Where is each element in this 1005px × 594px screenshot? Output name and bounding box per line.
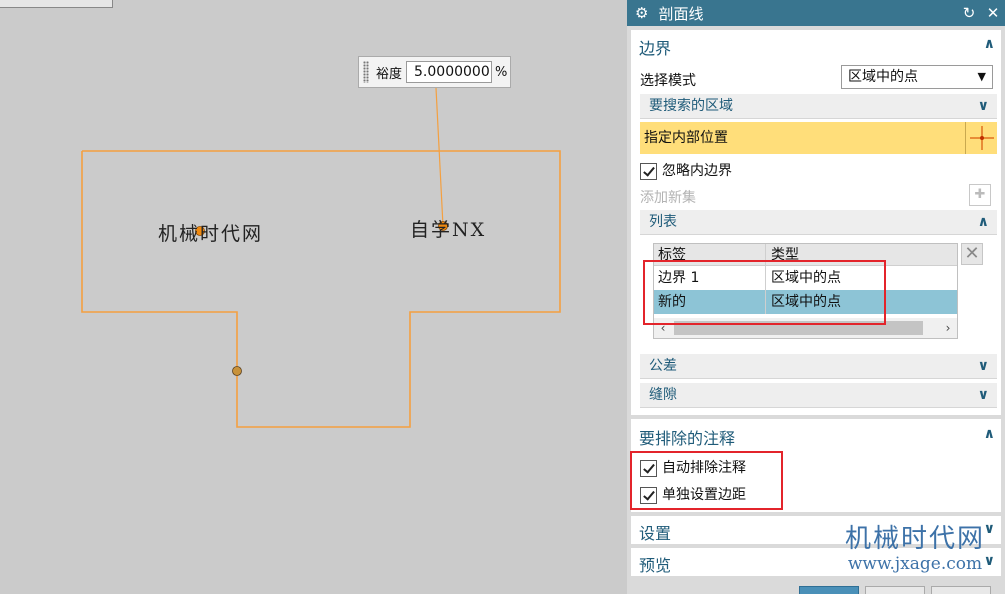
preview-section[interactable]: 预览 ∨	[631, 548, 1001, 576]
delete-button[interactable]: ✕	[961, 243, 983, 265]
graphics-canvas[interactable]: 机械时代网 自学NX 裕度 %	[0, 0, 627, 594]
select-mode-label: 选择模式	[640, 73, 696, 89]
point-dialog-button[interactable]	[965, 122, 997, 154]
tolerance-input[interactable]	[406, 61, 493, 83]
chevron-right-icon[interactable]: ›	[945, 321, 951, 335]
chevron-left-icon[interactable]: ‹	[660, 321, 666, 335]
inner-point-marker	[438, 221, 448, 231]
specify-inner-point-label: 指定内部位置	[644, 130, 728, 146]
set-margin-row[interactable]: 单独设置边距	[640, 484, 746, 504]
boundary-section: 边界 ∧ 选择模式 区域中的点 ▼ 要搜索的区域 ∨ 指定内部位置 忽略内边界 …	[631, 30, 1001, 415]
edge-point-marker	[232, 366, 242, 376]
preview-header[interactable]: 预览	[639, 556, 672, 575]
chevron-down-icon: ∨	[977, 358, 989, 374]
dialog-title: 剖面线	[658, 4, 704, 23]
tolerance-popup: 裕度 %	[358, 56, 511, 88]
apply-button[interactable]	[865, 586, 925, 594]
drag-handle[interactable]	[363, 61, 369, 83]
exclude-annotations-section: 要排除的注释 ∧ 自动排除注释 单独设置边距	[631, 419, 1001, 512]
chevron-up-icon[interactable]: ∧	[983, 36, 995, 52]
dialog-buttons	[627, 586, 1005, 594]
ignore-inner-boundary-row[interactable]: 忽略内边界	[640, 160, 732, 180]
tolerance-section-label: 公差	[649, 358, 677, 374]
gap-subheader[interactable]: 缝隙 ∨	[640, 383, 997, 408]
gap-section-label: 缝隙	[649, 387, 677, 403]
dropdown-arrow-icon: ▼	[977, 70, 986, 83]
cancel-button[interactable]	[931, 586, 991, 594]
auto-exclude-row[interactable]: 自动排除注释	[640, 457, 746, 477]
table-row[interactable]: 新的 区域中的点	[654, 290, 957, 314]
boundary-header[interactable]: 边界	[639, 39, 672, 58]
add-new-set-label: 添加新集	[640, 190, 696, 206]
select-mode-value: 区域中的点	[848, 69, 918, 85]
inner-point-marker	[195, 226, 205, 236]
list-label: 列表	[649, 214, 677, 230]
auto-exclude-checkbox[interactable]	[640, 459, 657, 477]
chevron-down-icon: ∨	[977, 98, 989, 114]
column-header[interactable]: 类型	[771, 247, 799, 263]
row-type: 区域中的点	[771, 294, 841, 310]
chevron-down-icon[interactable]: ∨	[983, 553, 995, 569]
sketch-drawing	[81, 87, 561, 428]
column-header[interactable]: 标签	[654, 244, 766, 265]
search-region-subheader[interactable]: 要搜索的区域 ∨	[640, 94, 997, 119]
row-label: 边界 1	[654, 266, 766, 290]
watermark: 机械时代网 www.jxage.com	[830, 524, 1000, 574]
chevron-down-icon: ∨	[977, 387, 989, 403]
boundary-outline	[81, 150, 561, 428]
row-type: 区域中的点	[771, 270, 841, 286]
select-mode-dropdown[interactable]: 区域中的点 ▼	[841, 65, 993, 89]
hatch-dialog: ⚙ 剖面线 ↻ ✕ 边界 ∧ 选择模式 区域中的点 ▼ 要搜索的区域 ∨ 指定内…	[627, 0, 1005, 594]
set-margin-label: 单独设置边距	[662, 487, 746, 503]
chevron-up-icon[interactable]: ∧	[983, 426, 995, 442]
exclude-annotations-header[interactable]: 要排除的注释	[639, 429, 736, 448]
auto-exclude-label: 自动排除注释	[662, 460, 746, 476]
ignore-inner-boundary-label: 忽略内边界	[662, 163, 732, 179]
sketch-text-right: 自学NX	[410, 219, 487, 241]
tolerance-unit: %	[495, 64, 508, 80]
ignore-inner-boundary-checkbox[interactable]	[640, 162, 657, 180]
toolbar-stub	[0, 0, 113, 8]
chevron-down-icon[interactable]: ∨	[983, 521, 995, 537]
sketch-text-left: 机械时代网	[158, 223, 264, 245]
gear-icon: ⚙	[635, 4, 649, 22]
reset-icon[interactable]: ↻	[962, 4, 976, 22]
dialog-titlebar: ⚙ 剖面线 ↻ ✕	[627, 0, 1005, 26]
leader-line	[435, 87, 444, 227]
highlight-frame	[643, 260, 886, 325]
add-set-icon[interactable]: ✚	[969, 184, 991, 206]
search-region-label: 要搜索的区域	[649, 98, 733, 114]
highlight-frame	[630, 451, 783, 510]
watermark-line1: 机械时代网	[844, 524, 985, 554]
specify-inner-point-row[interactable]: 指定内部位置	[640, 122, 997, 154]
chevron-up-icon: ∧	[977, 214, 989, 230]
settings-header[interactable]: 设置	[639, 524, 672, 543]
row-label: 新的	[654, 290, 766, 314]
ok-button[interactable]	[799, 586, 859, 594]
watermark-line2: www.jxage.com	[847, 554, 983, 574]
list-subheader[interactable]: 列表 ∧	[640, 210, 997, 235]
crosshair-point-icon	[970, 126, 994, 150]
table-row[interactable]: 边界 1 区域中的点	[654, 266, 957, 290]
settings-section[interactable]: 设置 ∨	[631, 516, 1001, 544]
set-margin-checkbox[interactable]	[640, 486, 657, 504]
close-icon[interactable]: ✕	[986, 4, 1000, 22]
tolerance-subheader[interactable]: 公差 ∨	[640, 354, 997, 379]
tolerance-label: 裕度	[376, 66, 403, 82]
